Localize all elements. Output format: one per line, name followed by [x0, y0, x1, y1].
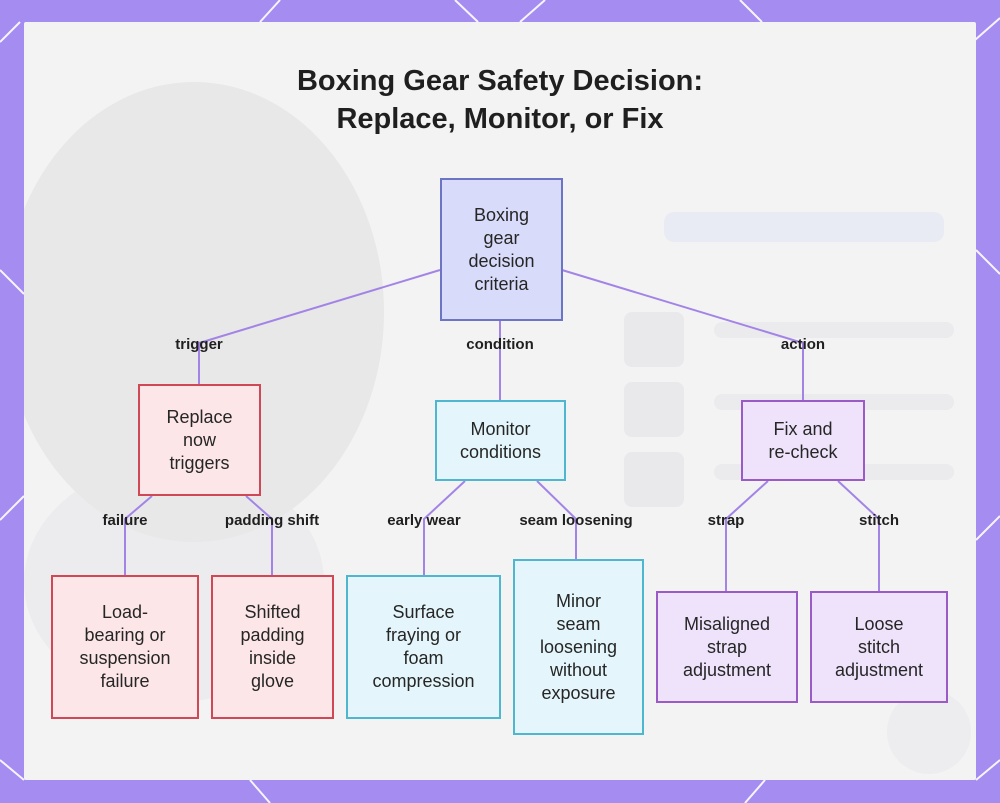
edge-label-trigger: trigger [175, 336, 223, 353]
node-shifted-padding[interactable]: Shifted padding inside glove [211, 575, 334, 719]
edge-fix-strap [726, 481, 768, 592]
edge-label-condition: condition [466, 336, 534, 353]
node-misaligned-strap[interactable]: Misaligned strap adjustment [656, 591, 798, 703]
edge-label-strap: strap [708, 512, 745, 529]
node-minor-seam[interactable]: Minor seam loosening without exposure [513, 559, 644, 735]
edge-label-failure: failure [102, 512, 147, 529]
node-fix-recheck[interactable]: Fix and re-check [741, 400, 865, 481]
node-root-criteria[interactable]: Boxing gear decision criteria [440, 178, 563, 321]
edge-replace-shifted [246, 496, 272, 576]
node-surface-fraying[interactable]: Surface fraying or foam compression [346, 575, 501, 719]
node-load-failure[interactable]: Load- bearing or suspension failure [51, 575, 199, 719]
edge-label-padding-shift: padding shift [225, 512, 319, 529]
edge-label-stitch: stitch [859, 512, 899, 529]
edge-label-early-wear: early wear [387, 512, 460, 529]
edge-replace-load [125, 496, 152, 576]
edge-label-action: action [781, 336, 825, 353]
node-replace-now[interactable]: Replace now triggers [138, 384, 261, 496]
edge-label-seam-loosening: seam loosening [519, 512, 632, 529]
node-loose-stitch[interactable]: Loose stitch adjustment [810, 591, 948, 703]
edge-root-replace [199, 270, 440, 385]
edge-fix-stitch [838, 481, 879, 592]
edge-root-fix [562, 270, 803, 401]
node-monitor-conditions[interactable]: Monitor conditions [435, 400, 566, 481]
